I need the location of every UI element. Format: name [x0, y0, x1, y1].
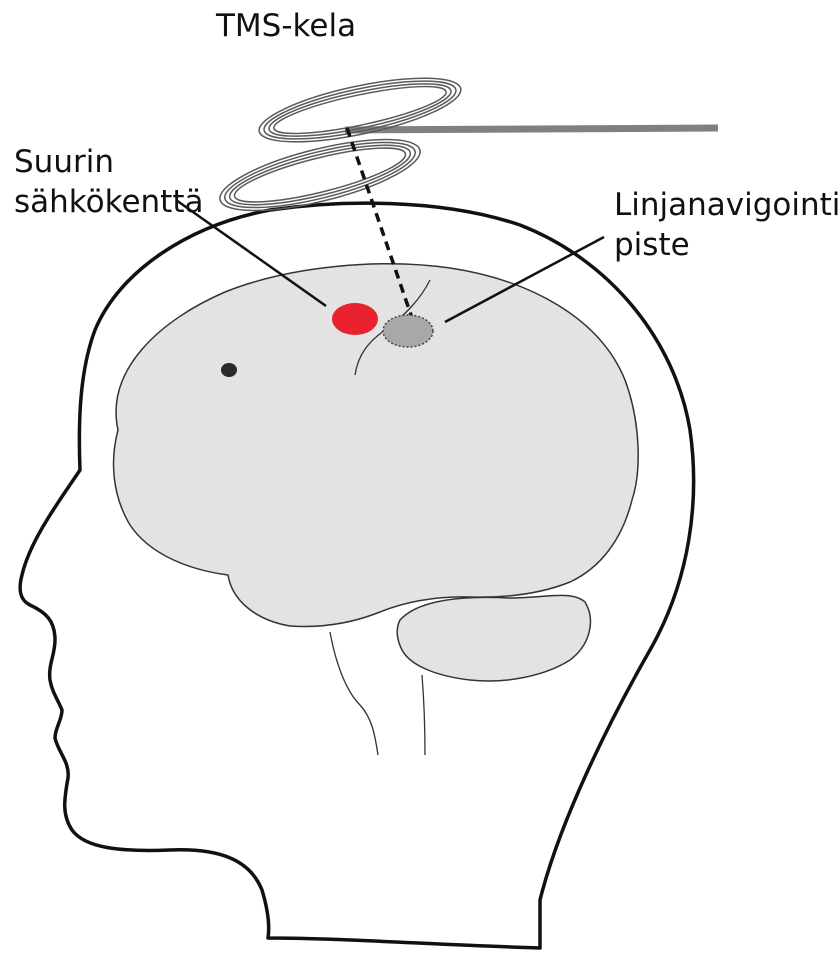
brainstem: [330, 632, 378, 755]
max-electric-field-spot: [332, 303, 378, 335]
line-nav-label-line2: piste: [614, 225, 838, 265]
max-field-label-line2: sähkökenttä: [14, 182, 203, 222]
max-electric-field-label: Suurin sähkökenttä: [14, 142, 203, 222]
brainstem-right: [422, 675, 425, 755]
coil-handle: [345, 128, 718, 130]
max-field-label-line1: Suurin: [14, 142, 203, 182]
marker-dot: [221, 363, 237, 377]
line-nav-label-line1: Linjanavigointi: [614, 185, 838, 225]
tms-coil-label: TMS-kela: [216, 6, 356, 46]
line-navigation-point-label: Linjanavigointi piste: [614, 185, 838, 265]
line-navigation-point-spot: [383, 315, 433, 347]
brain-cerebellum: [397, 595, 590, 681]
